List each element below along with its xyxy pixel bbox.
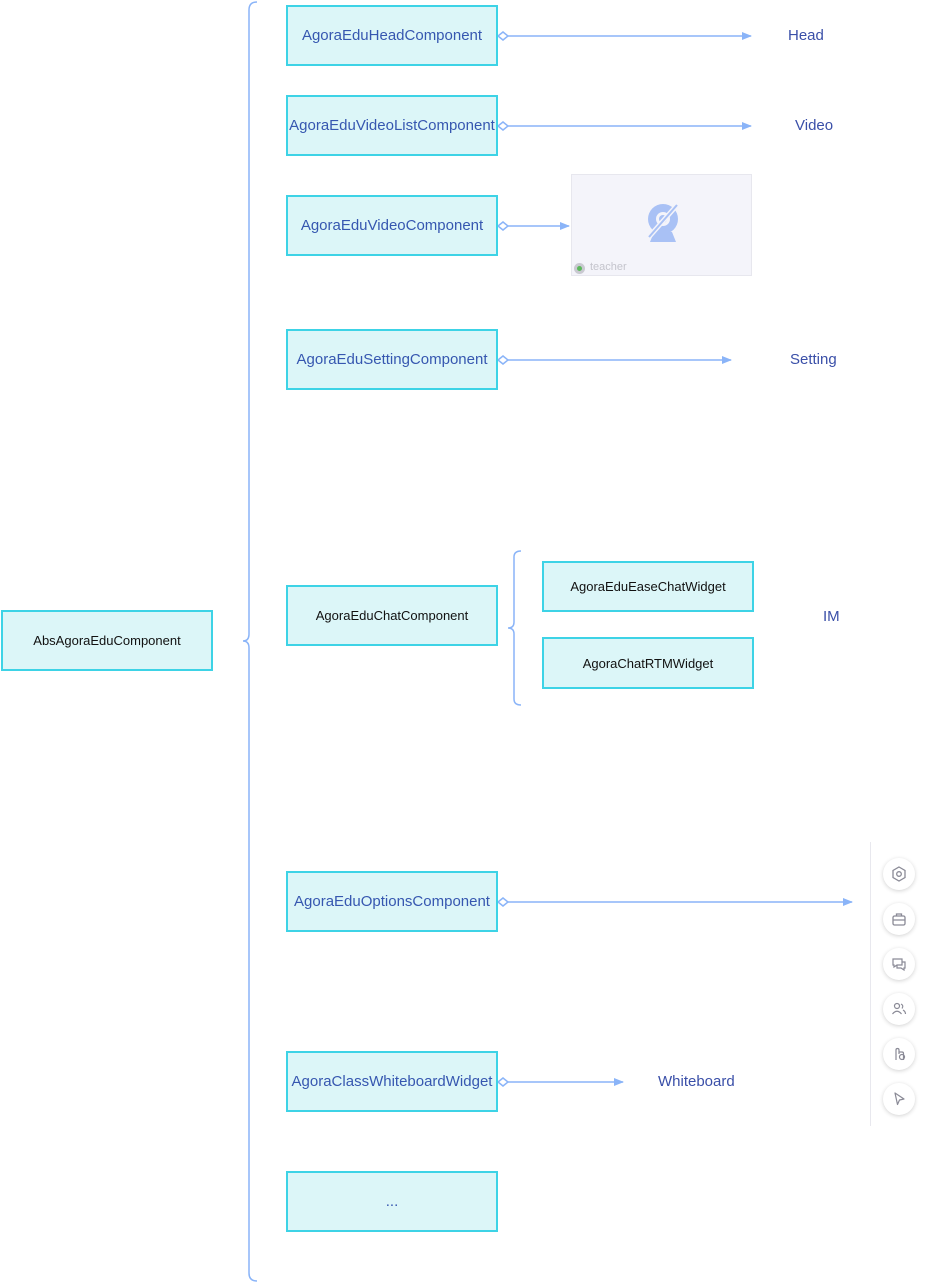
component-label: AgoraEduChatComponent bbox=[315, 608, 469, 623]
arrow-video-preview bbox=[496, 221, 570, 231]
root-component-box: AbsAgoraEduComponent bbox=[1, 610, 213, 671]
setting-component-box: AgoraEduSettingComponent bbox=[286, 329, 498, 390]
options-component-box: AgoraEduOptionsComponent bbox=[286, 871, 498, 932]
arrow-head bbox=[496, 31, 752, 41]
widget-label: AgoraEduEaseChatWidget bbox=[570, 579, 726, 594]
camera-off-icon bbox=[646, 202, 680, 242]
video-list-component-box: AgoraEduVideoListComponent bbox=[286, 95, 498, 156]
ease-chat-widget-box: AgoraEduEaseChatWidget bbox=[542, 561, 754, 612]
arrow-options bbox=[496, 897, 853, 907]
component-label: AgoraEduHeadComponent bbox=[301, 27, 483, 44]
video-preview: teacher bbox=[571, 174, 752, 276]
head-component-box: AgoraEduHeadComponent bbox=[286, 5, 498, 66]
root-component-label: AbsAgoraEduComponent bbox=[33, 633, 181, 648]
component-label: ... bbox=[385, 1193, 399, 1210]
component-label: AgoraEduVideoComponent bbox=[300, 217, 484, 234]
target-label-video: Video bbox=[795, 117, 834, 134]
video-user-name: teacher bbox=[590, 261, 627, 273]
chat-brace bbox=[507, 550, 522, 706]
arrow-setting bbox=[496, 355, 732, 365]
widget-label: AgoraChatRTMWidget bbox=[582, 655, 714, 671]
arrow-video bbox=[496, 121, 752, 131]
main-brace bbox=[242, 1, 258, 1282]
target-label-head: Head bbox=[788, 27, 824, 44]
toolbox-icon[interactable] bbox=[883, 903, 915, 935]
target-label-im: IM bbox=[823, 608, 840, 625]
target-label-whiteboard: Whiteboard bbox=[658, 1073, 735, 1090]
target-label-setting: Setting bbox=[790, 351, 837, 368]
component-label: AgoraEduVideoListComponent bbox=[289, 117, 495, 134]
pointer-icon[interactable] bbox=[883, 1083, 915, 1115]
users-icon[interactable] bbox=[883, 993, 915, 1025]
hands-up-icon[interactable] bbox=[883, 1038, 915, 1070]
chat-component-box: AgoraEduChatComponent bbox=[286, 585, 498, 646]
settings-icon[interactable] bbox=[883, 858, 915, 890]
component-label: AgoraEduOptionsComponent bbox=[294, 893, 490, 910]
options-toolbar bbox=[870, 842, 931, 1126]
arrow-whiteboard bbox=[496, 1077, 624, 1087]
component-label: AgoraEduSettingComponent bbox=[296, 351, 488, 368]
whiteboard-widget-box: AgoraClassWhiteboardWidget bbox=[286, 1051, 498, 1112]
rtm-chat-widget-box: AgoraChatRTMWidget bbox=[542, 637, 754, 689]
more-components-box: ... bbox=[286, 1171, 498, 1232]
chat-icon[interactable] bbox=[883, 948, 915, 980]
video-component-box: AgoraEduVideoComponent bbox=[286, 195, 498, 256]
status-dot-icon bbox=[574, 263, 585, 274]
component-label: AgoraClassWhiteboardWidget bbox=[291, 1073, 493, 1090]
